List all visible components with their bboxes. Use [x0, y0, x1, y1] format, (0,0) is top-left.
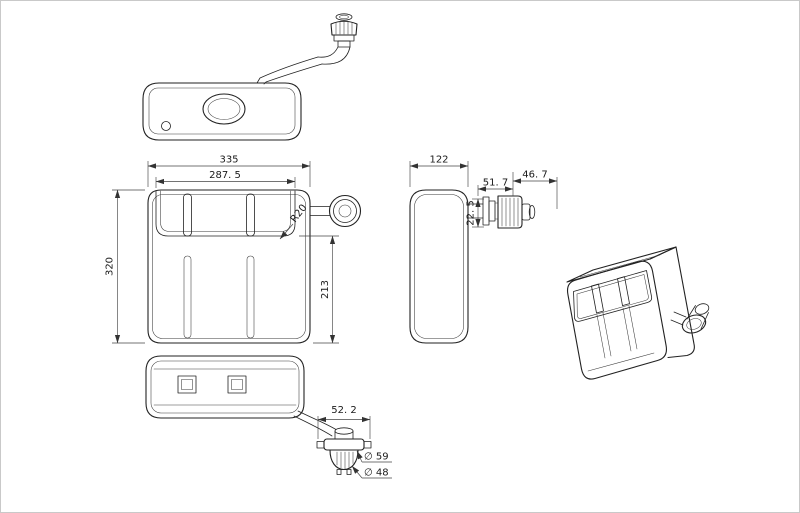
iso-panel-inner	[576, 274, 649, 319]
dim-panel-width-label: 287. 5	[209, 170, 241, 181]
tank-inner-contour-bottom	[150, 360, 300, 414]
front-view: 335 287. 5 320 213 R20	[105, 155, 362, 344]
side-view: 122 51. 7 46. 7 22. 5	[409, 155, 558, 344]
dim-overall-width: 335	[147, 155, 311, 187]
tank-outline-side	[409, 189, 469, 344]
dim-cap-d: 52. 2	[317, 405, 371, 439]
iso-panel-outer	[573, 270, 653, 322]
cap-ring-outer	[328, 194, 362, 228]
iso-cap-crown	[694, 303, 710, 315]
dim-cap-a: 51. 7	[477, 172, 514, 196]
filler-hole-outer	[202, 93, 246, 125]
iso-cap-flange-inner	[686, 318, 702, 330]
cap-top-disc	[335, 13, 353, 21]
recessed-panel-outer	[155, 190, 296, 237]
tank-inner-contour-top	[148, 87, 296, 135]
groove-right	[246, 255, 255, 339]
mount-plate-a	[482, 196, 490, 226]
dim-overall-width-label: 335	[219, 155, 238, 166]
cap-tab-left	[316, 441, 325, 449]
cap-flange-bottom	[323, 438, 365, 451]
dim-cap-c-label: 22. 5	[466, 200, 477, 225]
iso-grooves	[596, 305, 638, 359]
dim-overall-height: 320	[105, 189, 145, 344]
iso-panel-rib-right	[617, 276, 630, 306]
dim-cap-c: 22. 5	[466, 198, 484, 228]
filler-cap-bottom-view	[316, 427, 372, 475]
iso-bottom-lip	[587, 352, 655, 372]
dim-cap-dia-outer-label: ∅ 59	[364, 452, 389, 463]
panel-rib-left	[183, 193, 192, 237]
iso-filler-cap	[670, 303, 710, 334]
dim-corner-radius-label: R20	[289, 203, 310, 225]
dim-cap-b: 46. 7	[512, 170, 558, 209]
cap-foot-left	[336, 469, 342, 475]
hose-bottom-b	[293, 415, 333, 437]
mount-boss-left	[177, 375, 197, 394]
cap-neck	[337, 40, 351, 48]
cap-dome-ribs	[336, 451, 354, 470]
cap-tab-right	[363, 441, 372, 449]
cap-crown-ribs	[335, 20, 353, 35]
cap-ring-mid	[333, 199, 357, 223]
vent-hole	[161, 121, 171, 131]
tank-outline-front	[147, 189, 311, 344]
dim-overall-height-label: 320	[105, 257, 116, 276]
hose-line-a	[256, 56, 319, 84]
filler-cap-top-view	[256, 13, 358, 85]
mount-boss-right	[227, 375, 247, 394]
tank-outline-bottom	[145, 355, 305, 419]
hose-line-b	[263, 63, 323, 85]
cap-flange	[333, 34, 355, 42]
iso-cap-flange	[681, 314, 707, 334]
cap-top-disc-inner	[339, 14, 349, 20]
cap-crown-side-ribs	[501, 197, 519, 227]
dim-right-height-label: 213	[320, 280, 331, 299]
top-view	[142, 13, 358, 141]
dim-cap-a-label: 51. 7	[483, 178, 508, 189]
dim-cap-dia-inner-label: ∅ 48	[364, 468, 389, 479]
dim-depth-label: 122	[429, 155, 448, 166]
tank-outline-top	[142, 82, 302, 141]
dim-cap-d-label: 52. 2	[331, 405, 356, 416]
dim-depth: 122	[409, 155, 469, 187]
isometric-view	[566, 246, 710, 380]
dim-cap-dia-inner: ∅ 48	[351, 465, 392, 479]
iso-front-face	[567, 260, 667, 380]
cap-tip-side	[528, 205, 536, 219]
recessed-panel-inner	[160, 190, 291, 232]
filler-cap-front-view	[309, 194, 362, 228]
dim-panel-width: 287. 5	[155, 170, 296, 188]
iso-panel-rib-left	[591, 283, 604, 314]
dim-cap-b-label: 46. 7	[522, 170, 547, 181]
cap-knob-side	[521, 203, 531, 221]
dim-right-height: 213	[299, 235, 339, 344]
cap-elbow-left	[317, 46, 339, 58]
iso-right-face	[649, 246, 695, 359]
iso-top-face	[566, 246, 677, 283]
mount-plate-b	[488, 200, 496, 222]
iso-top-lip	[579, 254, 661, 278]
filler-hole-inner	[207, 98, 241, 120]
tank-inner-contour-front	[152, 194, 306, 339]
tank-inner-contour-side	[414, 194, 464, 339]
panel-rib-right	[246, 193, 255, 237]
cap-elbow-right	[321, 46, 351, 65]
bottom-view: 52. 2 ∅ 59 ∅ 48	[145, 355, 392, 479]
cap-dome	[329, 449, 359, 471]
cap-foot-right	[346, 469, 352, 475]
dim-cap-dia-outer: ∅ 59	[356, 450, 392, 463]
cap-crown	[330, 20, 358, 36]
groove-left	[183, 255, 192, 339]
cap-ring-inner	[338, 204, 352, 218]
cap-crown-side	[497, 195, 523, 229]
cap-neck-entry	[334, 427, 354, 435]
